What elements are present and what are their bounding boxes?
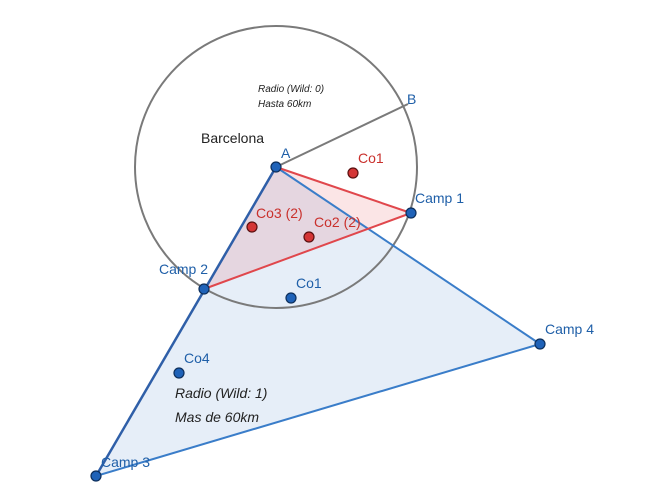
inner-note-line2: Hasta 60km [258,99,311,110]
co1-red-label: Co1 [358,150,384,166]
edge-camp1-camp2 [203,212,412,290]
camp3-label: Camp 3 [101,454,150,470]
co1-red-point[interactable] [347,167,359,179]
radius-circle [134,25,418,309]
camp2-label: Camp 2 [159,261,208,277]
co1-blue-point[interactable] [285,292,297,304]
camp1-point[interactable] [405,207,417,219]
co4-point[interactable] [173,367,185,379]
co3-label: Co3 (2) [256,205,303,221]
point-b-label: B [407,91,416,107]
co2-point[interactable] [303,231,315,243]
outer-note-line1: Radio (Wild: 1) [175,385,267,401]
co4-label: Co4 [184,350,210,366]
inner-region [204,167,411,289]
edge-a-camp4 [275,166,541,345]
inner-note-line1: Radio (Wild: 0) [258,84,324,95]
outer-note-line2: Mas de 60km [175,409,259,425]
co1-blue-label: Co1 [296,275,322,291]
camp4-label: Camp 4 [545,321,594,337]
edge-a-camp1 [275,166,412,214]
co2-label: Co2 (2) [314,214,361,230]
co3-point[interactable] [246,221,258,233]
camp4-point[interactable] [534,338,546,350]
camp2-point[interactable] [198,283,210,295]
radius-line [275,103,409,168]
camp3-point[interactable] [90,470,102,482]
outer-region [96,167,540,476]
camp1-label: Camp 1 [415,190,464,206]
barcelona-label: Barcelona [201,130,264,146]
point-a[interactable] [270,161,282,173]
edge-camp4-camp3 [95,343,541,477]
point-a-label: A [281,145,291,161]
edge-camp3-a [94,166,278,477]
